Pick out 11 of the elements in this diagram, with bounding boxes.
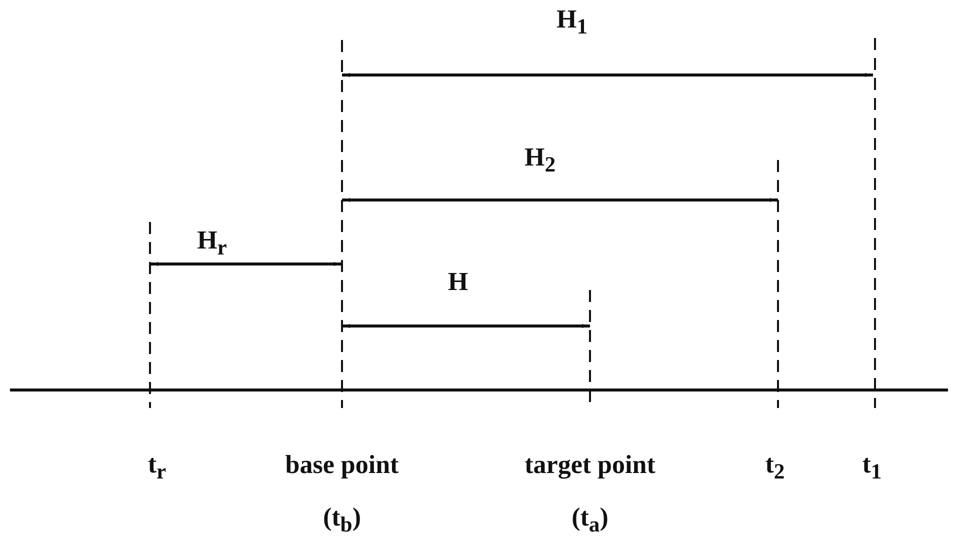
dimension-label: H$_{1}$ [556,4,588,40]
time-label: t$_{2}$ [765,449,785,485]
time-label: (t$_{a}$) [572,502,608,538]
time-label: base point [285,450,399,480]
time-label: target point [524,450,656,480]
dimension-label: H$_{2}$ [524,142,556,178]
time-label: t$_{r}$ [148,449,166,485]
time-label: t$_{1}$ [862,449,882,485]
dimension-label: H$_{r}$ [197,225,227,261]
time-label: (t$_{b}$) [322,502,362,538]
dimension-label: H [448,267,468,297]
